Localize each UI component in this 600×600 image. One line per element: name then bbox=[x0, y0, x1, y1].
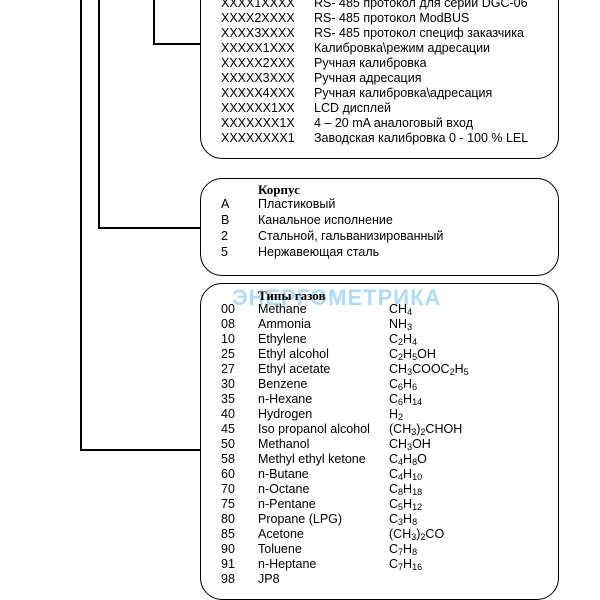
gas-code: 60 bbox=[221, 467, 235, 481]
gas-name: Methanol bbox=[258, 437, 310, 451]
option-code: XXXXX2XXX bbox=[221, 56, 295, 70]
gas-name: Propane (LPG) bbox=[258, 512, 343, 526]
gas-name: n-Pentane bbox=[258, 497, 316, 511]
gas-code: 30 bbox=[221, 377, 235, 391]
gas-formula: C6H6 bbox=[389, 377, 418, 392]
housing-description: Стальной, гальванизированный bbox=[258, 229, 444, 243]
gas-formula: NH3 bbox=[389, 317, 413, 332]
gas-formula: C4H10 bbox=[389, 467, 423, 482]
option-code: XXXX3XXXX bbox=[221, 26, 295, 40]
option-code: XXXXXXX1X bbox=[221, 116, 295, 130]
gas-code: 27 bbox=[221, 362, 235, 376]
gas-name: n-Butane bbox=[258, 467, 309, 481]
gas-name: Iso propanol alcohol bbox=[258, 422, 370, 436]
gas-formula: C7H16 bbox=[389, 557, 423, 572]
option-description: RS- 485 протокол для серии DGC-06 bbox=[314, 0, 528, 10]
option-description: Заводская калибровка 0 - 100 % LEL bbox=[314, 131, 529, 145]
gas-name: n-Octane bbox=[258, 482, 310, 496]
connector-line-outer-horizontal bbox=[80, 449, 201, 451]
gas-formula: C2H4 bbox=[389, 332, 418, 347]
gas-code: 70 bbox=[221, 482, 235, 496]
gases-title: Типы газов bbox=[258, 288, 326, 303]
gas-name: Toluene bbox=[258, 542, 302, 556]
connector-line-inner-vertical bbox=[153, 0, 155, 44]
option-code: XXXX1XXXX bbox=[221, 0, 295, 10]
gas-formula: C4H8O bbox=[389, 452, 427, 467]
gas-name: Methane bbox=[258, 302, 307, 316]
gas-code: 98 bbox=[221, 572, 235, 586]
options-box bbox=[200, 0, 559, 159]
housing-code: A bbox=[221, 197, 230, 211]
gas-formula: C3H8 bbox=[389, 512, 418, 527]
option-code: XXXXXX1XX bbox=[221, 101, 295, 115]
gas-name: Benzene bbox=[258, 377, 308, 391]
housing-description: Нержавеющая сталь bbox=[258, 245, 380, 259]
option-description: Ручная калибровка\адресация bbox=[314, 86, 493, 100]
gas-formula: (CH3)2CO bbox=[389, 527, 445, 542]
housing-title: Корпус bbox=[258, 182, 300, 197]
gas-code: 40 bbox=[221, 407, 235, 421]
connector-line-mid-horizontal bbox=[98, 227, 201, 229]
gas-code: 58 bbox=[221, 452, 235, 466]
gas-code: 25 bbox=[221, 347, 235, 361]
gas-formula: CH3COOC2H5 bbox=[389, 362, 469, 377]
gas-name: Ammonia bbox=[258, 317, 311, 331]
option-code: XXXXX1XXX bbox=[221, 41, 295, 55]
option-description: Ручная калибровка bbox=[314, 56, 427, 70]
gas-code: 10 bbox=[221, 332, 235, 346]
option-description: Ручная адресация bbox=[314, 71, 422, 85]
option-code: XXXX2XXXX bbox=[221, 11, 295, 25]
gas-code: 45 bbox=[221, 422, 235, 436]
gas-name: n-Hexane bbox=[258, 392, 313, 406]
gas-name: Methyl ethyl ketone bbox=[258, 452, 366, 466]
gas-formula: H2 bbox=[389, 407, 404, 422]
gas-formula: C8H18 bbox=[389, 482, 423, 497]
gas-code: 08 bbox=[221, 317, 235, 331]
gas-name: Ethyl alcohol bbox=[258, 347, 329, 361]
gas-formula: C6H14 bbox=[389, 392, 423, 407]
gas-code: 00 bbox=[221, 302, 235, 316]
option-description: LCD дисплей bbox=[314, 101, 392, 115]
gas-name: JP8 bbox=[258, 572, 280, 586]
gas-code: 80 bbox=[221, 512, 235, 526]
gas-formula: CH4 bbox=[389, 302, 413, 317]
option-code: XXXXX4XXX bbox=[221, 86, 295, 100]
option-description: Калибровка\режим адресации bbox=[314, 41, 491, 55]
gas-name: Ethyl acetate bbox=[258, 362, 331, 376]
gas-formula: C7H8 bbox=[389, 542, 418, 557]
watermark-logo: ЭНЕРГОМЕТРИКА bbox=[232, 285, 442, 310]
connector-line-outer-vertical bbox=[80, 0, 82, 450]
gas-formula: (CH3)2CHOH bbox=[389, 422, 463, 437]
gas-code: 90 bbox=[221, 542, 235, 556]
gas-formula: C2H5OH bbox=[389, 347, 436, 362]
housing-code: 5 bbox=[221, 245, 228, 259]
gases-box bbox=[200, 283, 559, 600]
gas-name: Acetone bbox=[258, 527, 304, 541]
option-code: XXXXXXXX1 bbox=[221, 131, 295, 145]
gas-formula: C5H12 bbox=[389, 497, 423, 512]
gas-code: 75 bbox=[221, 497, 235, 511]
housing-description: Канальное исполнение bbox=[258, 213, 393, 227]
option-description: RS- 485 протокол ModBUS bbox=[314, 11, 470, 25]
gas-formula: CH3OH bbox=[389, 437, 431, 452]
housing-code: B bbox=[221, 213, 230, 227]
gas-name: n-Heptane bbox=[258, 557, 317, 571]
option-description: 4 – 20 mA аналоговый вход bbox=[314, 116, 473, 130]
gas-name: Hydrogen bbox=[258, 407, 313, 421]
connector-line-mid-vertical bbox=[98, 0, 100, 228]
housing-description: Пластиковый bbox=[258, 197, 336, 211]
housing-code: 2 bbox=[221, 229, 228, 243]
gas-code: 50 bbox=[221, 437, 235, 451]
housing-box bbox=[200, 178, 559, 276]
option-description: RS- 485 протокол специф заказчика bbox=[314, 26, 524, 40]
connector-line-inner-horizontal bbox=[153, 43, 201, 45]
gas-name: Ethylene bbox=[258, 332, 307, 346]
gas-code: 35 bbox=[221, 392, 235, 406]
option-code: XXXXX3XXX bbox=[221, 71, 295, 85]
gas-code: 85 bbox=[221, 527, 235, 541]
gas-code: 91 bbox=[221, 557, 235, 571]
